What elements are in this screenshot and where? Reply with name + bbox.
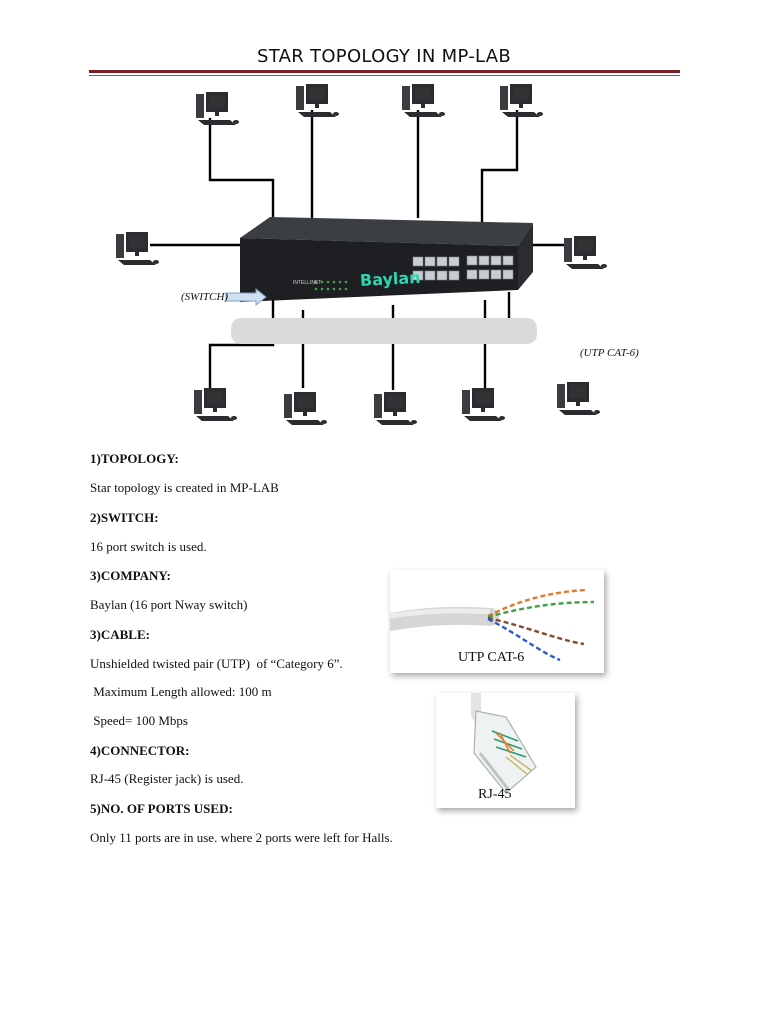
section-heading-switch: 2)SWITCH:	[90, 510, 159, 525]
computer-icon	[374, 392, 417, 425]
section-text-connector: RJ-45 (Register jack) is used.	[90, 771, 244, 786]
utp-cable-image	[390, 588, 595, 662]
switch-maker-label: INTELLINET	[293, 280, 321, 286]
computer-icon	[296, 84, 339, 117]
switch-device: INTELLINET Baylan	[240, 217, 533, 302]
section-text-topology: Star topology is created in MP-LAB	[90, 480, 279, 495]
section-text-ports: Only 11 ports are in use. where 2 ports …	[90, 830, 393, 845]
section-heading-connector: 4)CONNECTOR:	[90, 743, 190, 758]
section-heading-topology: 1)TOPOLOGY:	[90, 451, 179, 466]
page-title: STAR TOPOLOGY IN MP-LAB	[256, 46, 512, 67]
section-text-cable-speed: Speed= 100 Mbps	[90, 713, 188, 728]
section-text-cable-length: Maximum Length allowed: 100 m	[90, 684, 272, 699]
section-heading-cable: 3)CABLE:	[90, 627, 150, 642]
computer-icon	[462, 388, 505, 421]
title-rule-thin	[89, 75, 680, 76]
switch-arrow	[225, 287, 267, 307]
section-heading-ports: 5)NO. OF PORTS USED:	[90, 801, 233, 816]
rj45-connector-photo: RJ-45	[436, 693, 575, 808]
rj45-connector-image	[471, 693, 537, 794]
title-rule	[89, 70, 680, 73]
section-text-cable: Unshielded twisted pair (UTP) of “Catego…	[90, 656, 343, 671]
computer-icon	[402, 84, 445, 117]
computer-icon	[116, 232, 159, 265]
section-heading-company: 3)COMPANY:	[90, 568, 171, 583]
computer-icon	[564, 236, 607, 269]
switch-label: (SWITCH)	[181, 291, 228, 303]
computer-icon	[196, 92, 239, 125]
switch-brand-label: Baylan	[360, 268, 422, 290]
computer-icon	[284, 392, 327, 425]
rj45-connector-caption: RJ-45	[478, 787, 512, 802]
shelf	[231, 318, 537, 344]
computer-icon	[557, 382, 600, 415]
star-topology-diagram: INTELLINET Baylan (SWITCH) (UTP CAT-6)	[116, 84, 639, 425]
utp-cable-caption: UTP CAT-6	[458, 650, 525, 665]
cable-label: (UTP CAT-6)	[580, 347, 639, 359]
computer-icon	[500, 84, 543, 117]
section-text-company: Baylan (16 port Nway switch)	[90, 597, 248, 612]
section-text-switch: 16 port switch is used.	[90, 539, 207, 554]
utp-cable-photo: UTP CAT-6	[390, 570, 604, 673]
computer-icon	[194, 388, 237, 421]
